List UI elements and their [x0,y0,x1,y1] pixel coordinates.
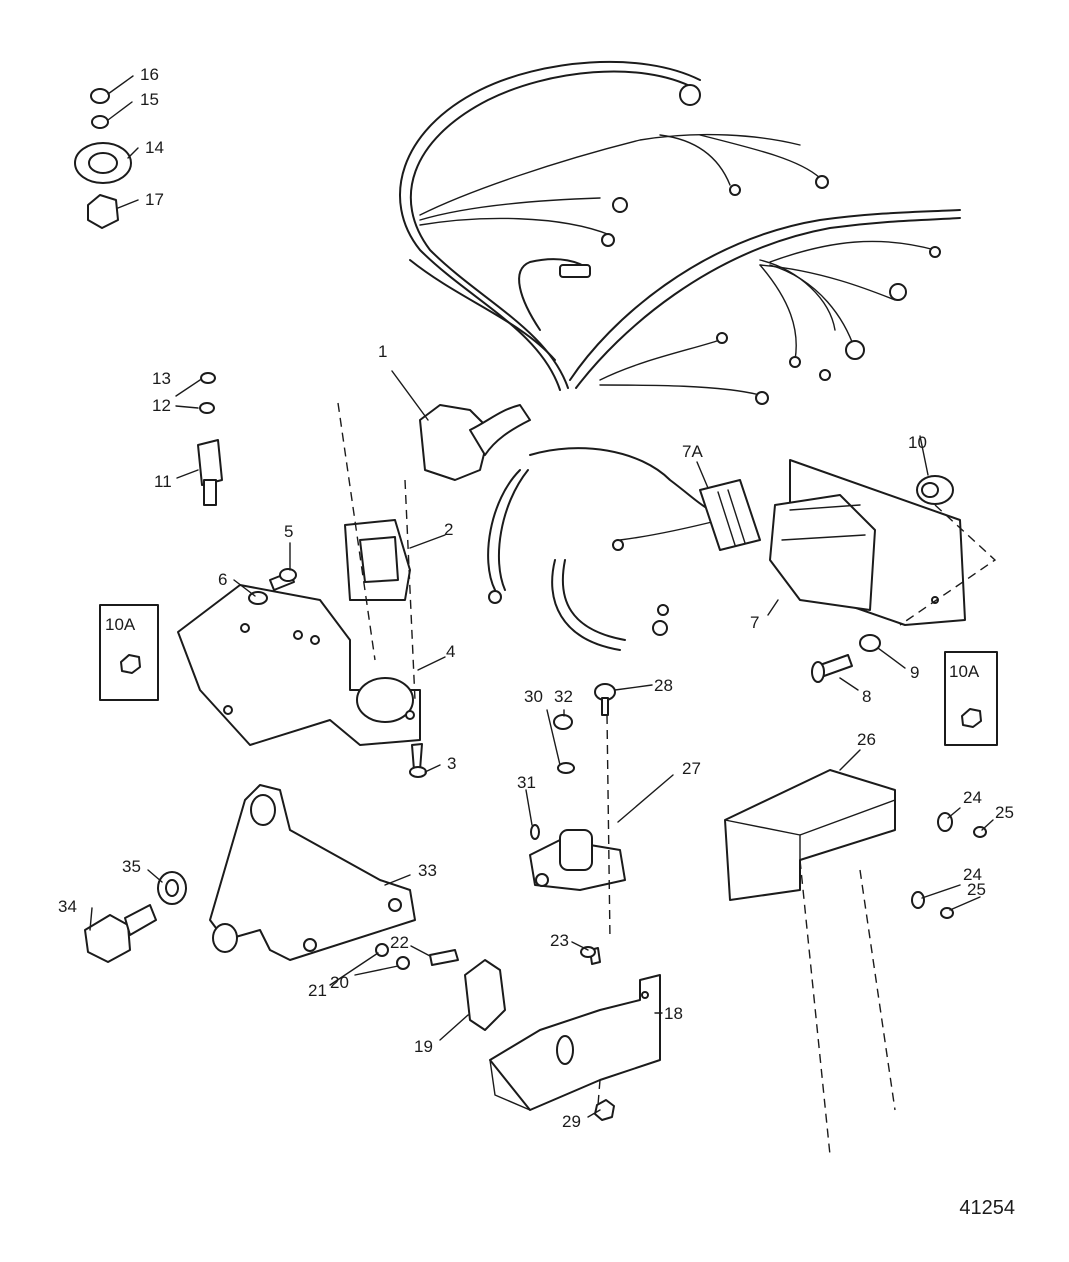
callout-7a: 7A [682,442,703,461]
callout-3: 3 [447,754,456,773]
callout-4: 4 [446,642,455,661]
callout-11: 11 [154,472,172,491]
screw-3 [409,743,427,778]
callout-labels: 1 2 3 4 5 6 7 7A 8 9 10 10A 10A 11 12 13… [58,65,1014,1131]
bracket-4 [177,402,421,746]
callout-26: 26 [857,730,876,749]
callout-6: 6 [218,570,227,589]
callout-19: 19 [414,1037,433,1056]
bolt-34 [84,871,187,963]
grommet-2 [344,519,411,601]
spacer-10 [899,475,997,626]
ignition-module [769,459,966,626]
callout-20: 20 [330,973,349,992]
callout-16: 16 [140,65,159,84]
sender-assembly [74,88,132,229]
screw-5 [248,568,297,605]
callout-18: 18 [664,1004,683,1023]
solenoid-27 [529,683,626,941]
callout-10: 10 [908,433,927,452]
callout-12: 12 [152,396,171,415]
screw-8 [811,634,881,683]
callout-10a-left: 10A [105,615,136,634]
callout-5: 5 [284,522,293,541]
callout-14: 14 [145,138,164,157]
sub-harness-7a [487,447,761,651]
callout-1: 1 [378,342,387,361]
leader-lines [89,75,994,1118]
figure-number: 41254 [959,1197,1015,1219]
callout-23: 23 [550,931,569,950]
callout-24b: 24 [963,865,982,884]
callout-21: 21 [308,981,327,1000]
callout-13: 13 [152,369,171,388]
callout-22: 22 [390,933,409,952]
callout-30: 30 [524,687,543,706]
bracket-18 [489,974,661,1111]
part-19 [375,943,615,1121]
callout-9: 9 [910,663,919,682]
callout-27: 27 [682,759,701,778]
callout-31: 31 [517,773,536,792]
callout-8: 8 [862,687,871,706]
callout-25b: 25 [967,880,986,899]
nut-10a-left-box [99,604,159,701]
callout-24a: 24 [963,788,982,807]
callout-34: 34 [58,897,77,916]
temp-sender [197,372,223,506]
callout-17: 17 [145,190,164,209]
callout-15: 15 [140,90,159,109]
wiring-harness [399,60,961,481]
callout-33: 33 [418,861,437,880]
callout-28: 28 [654,676,673,695]
callout-10a-right: 10A [949,662,980,681]
callout-7: 7 [750,613,759,632]
callout-25a: 25 [995,803,1014,822]
mount-bracket-33 [209,784,416,961]
callout-35: 35 [122,857,141,876]
callout-29: 29 [562,1112,581,1131]
cover-26 [724,769,987,1156]
callout-2: 2 [444,520,453,539]
nut-10a-right-box [944,651,998,746]
callout-32: 32 [554,687,573,706]
